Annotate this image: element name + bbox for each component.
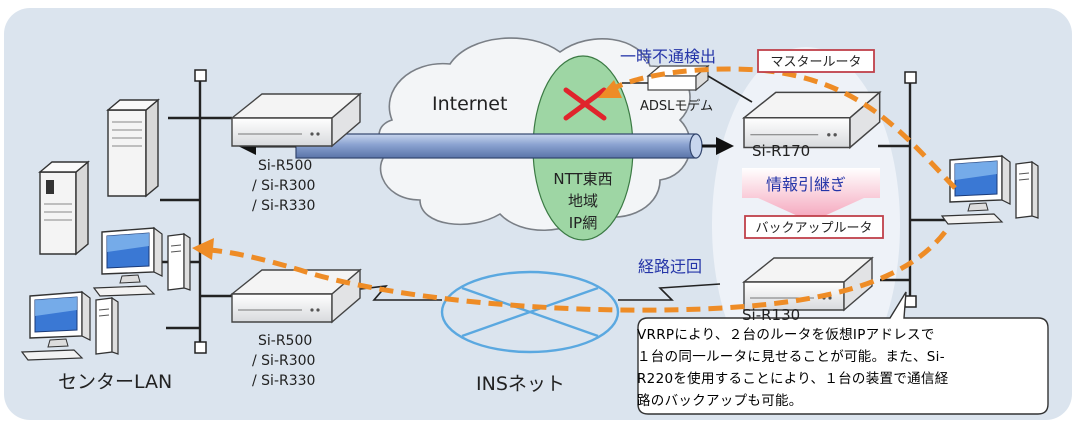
ntt-label-line3: IP網 [569, 214, 597, 232]
master-router-label: マスタールータ [770, 55, 861, 70]
description-callout-text: VRRPにより、２台のルータを仮想IPアドレスで １台の同一ルータに見せることが… [637, 324, 1047, 412]
tunnel-arrow-right [716, 137, 734, 155]
ntt-label-line2: 地域 [568, 192, 598, 210]
router-icon [231, 269, 361, 323]
si-r130-label: Si-R130 [742, 306, 800, 324]
lan-terminator-bottom-left [194, 341, 207, 354]
si-r170-label: Si-R170 [752, 142, 810, 160]
router-icon [231, 93, 361, 147]
backup-router-box [744, 215, 884, 239]
handover-label: 情報引継ぎ [766, 175, 846, 194]
top-router-model-3: / Si-R330 [252, 198, 315, 214]
lan-line-left [160, 80, 232, 342]
lan-terminator-top-left [194, 69, 207, 82]
description-callout [637, 291, 1049, 415]
top-router-model-2: / Si-R300 [252, 178, 315, 194]
ntt-label-line1: NTT東西 [553, 170, 612, 188]
ins-net-ellipse [440, 270, 620, 354]
bottom-router-model-1: Si-R500 [258, 333, 312, 349]
router-icon [743, 257, 873, 311]
server-tower-icon [38, 160, 90, 256]
callout-line: VRRPにより、２台のルータを仮想IPアドレスで [637, 327, 935, 343]
center-lan-label: センターLAN [58, 371, 172, 393]
vpn-tunnel-end [689, 133, 703, 159]
backup-router-label: バックアップルータ [755, 221, 872, 236]
callout-line: R220を使用することにより、１台の装置で通信経 [637, 371, 949, 387]
bottom-router-model-2: / Si-R300 [252, 353, 315, 369]
route-bypass-label: 経路迂回 [638, 257, 702, 276]
router-icon [743, 91, 881, 149]
lightning-icon [618, 283, 721, 301]
bottom-router-model-3: / Si-R330 [252, 373, 315, 389]
master-router-box [757, 49, 875, 73]
lan-terminator-bottom-right [904, 295, 917, 308]
internet-label: Internet [432, 93, 507, 115]
backup-path-arrow [192, 238, 214, 260]
adsl-modem-label: ADSLモデム [640, 98, 713, 114]
top-router-model-1: Si-R500 [258, 158, 312, 174]
temp-failure-label: 一時不通検出 [620, 47, 716, 66]
vpn-tunnel [295, 133, 697, 159]
callout-line: １台の同一ルータに見せることが可能。また、Si- [637, 349, 945, 365]
backup-path [209, 230, 947, 313]
lan-terminator-top-right [904, 71, 917, 84]
server-tower-icon [106, 98, 160, 198]
ins-net-label: INSネット [476, 373, 565, 395]
handover-arrow [742, 168, 880, 222]
primary-path-arrow [598, 80, 622, 98]
cross-failure-icon [563, 87, 607, 121]
callout-line: 路のバックアップも可能。 [637, 393, 803, 409]
